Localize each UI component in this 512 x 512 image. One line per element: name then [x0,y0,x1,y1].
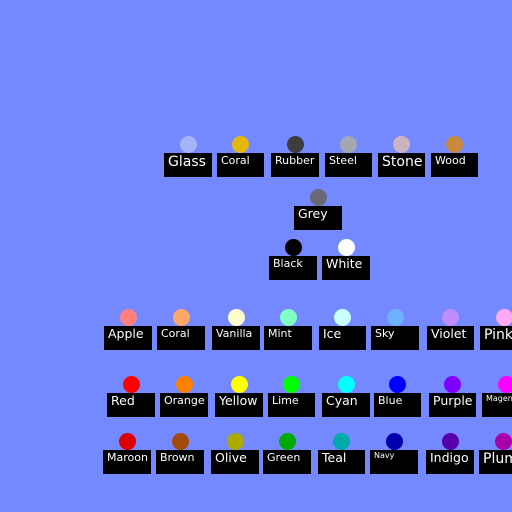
brights-lime-button[interactable]: Lime [268,393,315,417]
darks-navy-swatch[interactable] [385,432,403,450]
darks-teal-button[interactable]: Teal [318,450,365,474]
materials-coral-button[interactable]: Coral [217,153,264,177]
pastels-mint-swatch[interactable] [279,308,297,326]
brights-blue-button[interactable]: Blue [374,393,421,417]
brights-orange-button[interactable]: Orange [160,393,208,417]
materials-glass-swatch[interactable] [179,135,197,153]
materials-coral-swatch[interactable] [232,135,249,153]
black-white-black-button[interactable]: Black [269,256,317,280]
pastels-mint-button[interactable]: Mint [264,326,312,350]
materials-rubber-button[interactable]: Rubber [271,153,319,177]
darks-maroon-button[interactable]: Maroon [103,450,151,474]
materials-rubber-swatch[interactable] [286,135,304,153]
materials-glass-button[interactable]: Glass [164,153,212,177]
materials-steel-swatch[interactable] [340,135,357,153]
darks-plum-button[interactable]: Plum [479,450,512,474]
grey-grey-swatch[interactable] [309,188,327,206]
darks-maroon-swatch[interactable] [118,432,136,450]
brights-cyan-button[interactable]: Cyan [322,393,370,417]
brights-yellow-swatch[interactable] [230,375,248,393]
materials-stone-swatch[interactable] [393,135,410,153]
brights-magenta-button[interactable]: Magenta [482,393,512,417]
pastels-apple-swatch[interactable] [119,308,137,326]
pastels-coral-button[interactable]: Coral [157,326,205,350]
black-white-white-button[interactable]: White [322,256,370,280]
pastels-vanilla-button[interactable]: Vanilla [212,326,260,350]
materials-wood-button[interactable]: Wood [431,153,478,177]
pastels-pink-swatch[interactable] [495,308,512,326]
brights-cyan-swatch[interactable] [337,375,355,393]
darks-indigo-button[interactable]: Indigo [426,450,474,474]
black-white-white-swatch[interactable] [337,238,355,256]
pastels-vanilla-swatch[interactable] [227,308,245,326]
darks-brown-swatch[interactable] [171,432,189,450]
darks-teal-swatch[interactable] [333,432,350,450]
materials-steel-button[interactable]: Steel [325,153,372,177]
pastels-ice-swatch[interactable] [334,308,351,326]
pastels-sky-button[interactable]: Sky [371,326,419,350]
black-white-black-swatch[interactable] [284,238,302,256]
brights-lime-swatch[interactable] [283,375,300,393]
darks-green-swatch[interactable] [278,432,296,450]
materials-wood-swatch[interactable] [446,135,463,153]
grey-grey-button[interactable]: Grey [294,206,342,230]
brights-red-swatch[interactable] [122,375,140,393]
pastels-violet-swatch[interactable] [442,308,459,326]
brights-magenta-swatch[interactable] [497,375,512,393]
brights-purple-swatch[interactable] [444,375,461,393]
materials-stone-button[interactable]: Stone [378,153,425,177]
darks-olive-swatch[interactable] [226,432,244,450]
brights-red-button[interactable]: Red [107,393,155,417]
pastels-coral-swatch[interactable] [172,308,190,326]
darks-brown-button[interactable]: Brown [156,450,204,474]
darks-plum-swatch[interactable] [494,432,512,450]
darks-olive-button[interactable]: Olive [211,450,259,474]
darks-indigo-swatch[interactable] [441,432,459,450]
brights-yellow-button[interactable]: Yellow [215,393,263,417]
darks-navy-button[interactable]: Navy [370,450,418,474]
pastels-ice-button[interactable]: Ice [319,326,366,350]
pastels-violet-button[interactable]: Violet [427,326,474,350]
darks-green-button[interactable]: Green [263,450,311,474]
pastels-apple-button[interactable]: Apple [104,326,152,350]
pastels-pink-button[interactable]: Pink [480,326,512,350]
brights-orange-swatch[interactable] [175,375,193,393]
pastels-sky-swatch[interactable] [386,308,404,326]
brights-blue-swatch[interactable] [389,375,406,393]
brights-purple-button[interactable]: Purple [429,393,476,417]
